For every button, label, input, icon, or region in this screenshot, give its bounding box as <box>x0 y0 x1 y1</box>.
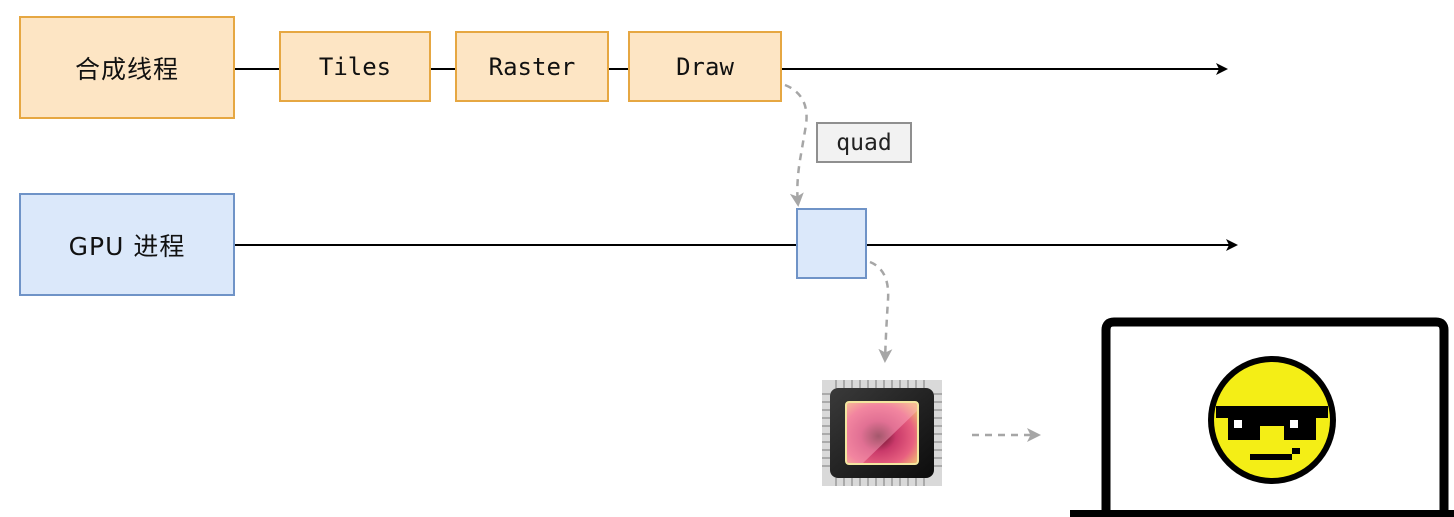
stage-raster-label: Raster <box>488 52 576 81</box>
stage-tiles: Tiles <box>279 31 431 102</box>
gpu-to-chip-dashed-arrow <box>869 260 893 363</box>
stage-tiles-label: Tiles <box>318 52 392 81</box>
gpu-process-label: GPU 进程 <box>68 231 186 261</box>
gpu-task-box <box>796 208 867 279</box>
gpu-process-box: GPU 进程 <box>19 193 235 296</box>
quad-message-text: quad <box>836 129 892 156</box>
quad-message-label: quad <box>816 122 912 163</box>
stage-draw-label: Draw <box>676 52 734 81</box>
gpu-chip-icon <box>822 380 942 486</box>
compositor-thread-box: 合成线程 <box>19 16 235 119</box>
compositor-thread-label: 合成线程 <box>74 54 179 84</box>
sunglasses-smiley-icon <box>1208 356 1336 484</box>
quad-dashed-arrow <box>784 83 808 207</box>
stage-draw: Draw <box>628 31 782 102</box>
stage-raster: Raster <box>455 31 609 102</box>
